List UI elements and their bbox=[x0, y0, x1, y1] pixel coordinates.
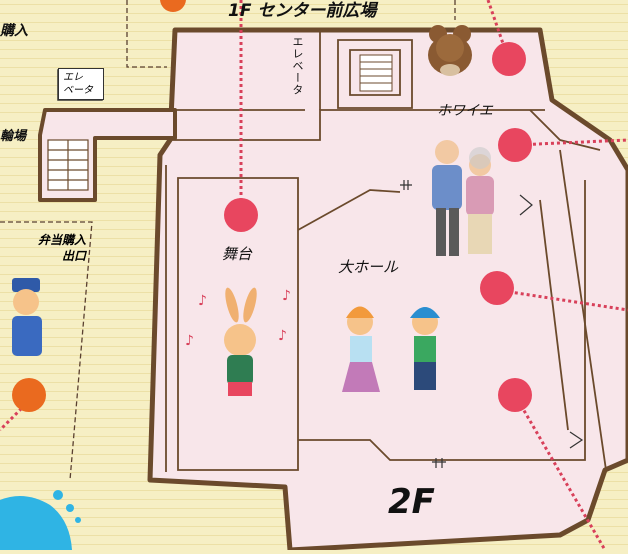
figure-elderly-woman bbox=[466, 147, 494, 254]
bicycle-parking-label: 輪場 bbox=[0, 129, 27, 144]
elevator-vertical-label: エレベータ bbox=[291, 36, 304, 96]
bento-exit-label: 弁当購入 出口 bbox=[14, 232, 86, 264]
stairs-left bbox=[47, 139, 89, 191]
floor-label: 2F bbox=[388, 482, 435, 522]
stage-label: 舞台 bbox=[222, 245, 253, 263]
bento-exit-line-1: 弁当購入 bbox=[37, 233, 86, 247]
svg-text:♪: ♪ bbox=[282, 288, 291, 304]
water-dots bbox=[53, 490, 81, 523]
inner-walls bbox=[165, 30, 607, 472]
figure-police-officer bbox=[12, 278, 42, 356]
exit-marker[interactable] bbox=[12, 378, 46, 412]
main-hall-label: 大ホール bbox=[338, 258, 399, 276]
svg-text:♪: ♪ bbox=[278, 328, 287, 344]
purchase-label: 購入 bbox=[0, 23, 28, 39]
foyer-label: ホワイエ bbox=[437, 103, 493, 119]
svg-text:♪: ♪ bbox=[185, 333, 194, 349]
figure-bear bbox=[428, 25, 472, 76]
bento-exit-line-2: 出口 bbox=[61, 249, 86, 263]
doors bbox=[400, 180, 584, 468]
elevator-label-line-2: ベータ bbox=[63, 85, 93, 96]
dashed-area-left bbox=[0, 221, 93, 481]
foyer-marker-right[interactable] bbox=[498, 128, 532, 162]
water-decoration bbox=[0, 496, 72, 550]
center-plaza-label: 1F センター前広場 bbox=[228, 1, 377, 21]
figure-girl bbox=[342, 306, 380, 392]
foyer-marker-top[interactable] bbox=[492, 42, 526, 76]
hall-marker-lower[interactable] bbox=[498, 378, 532, 412]
figure-boy bbox=[410, 307, 440, 390]
dashed-area-top-left bbox=[126, 0, 167, 68]
stage-marker[interactable] bbox=[224, 198, 258, 232]
hall-marker-upper[interactable] bbox=[480, 271, 514, 305]
stairs-center bbox=[359, 54, 393, 92]
figure-elderly-man bbox=[432, 140, 462, 256]
figure-rabbit bbox=[224, 287, 257, 396]
music-notes: ♪ ♪ ♪ ♪ bbox=[185, 288, 291, 349]
elevator-label-small: エレ ベータ bbox=[58, 68, 104, 100]
svg-text:♪: ♪ bbox=[198, 293, 207, 309]
elevator-label-line-1: エレ bbox=[63, 72, 83, 83]
top-orange-marker[interactable] bbox=[160, 0, 186, 12]
